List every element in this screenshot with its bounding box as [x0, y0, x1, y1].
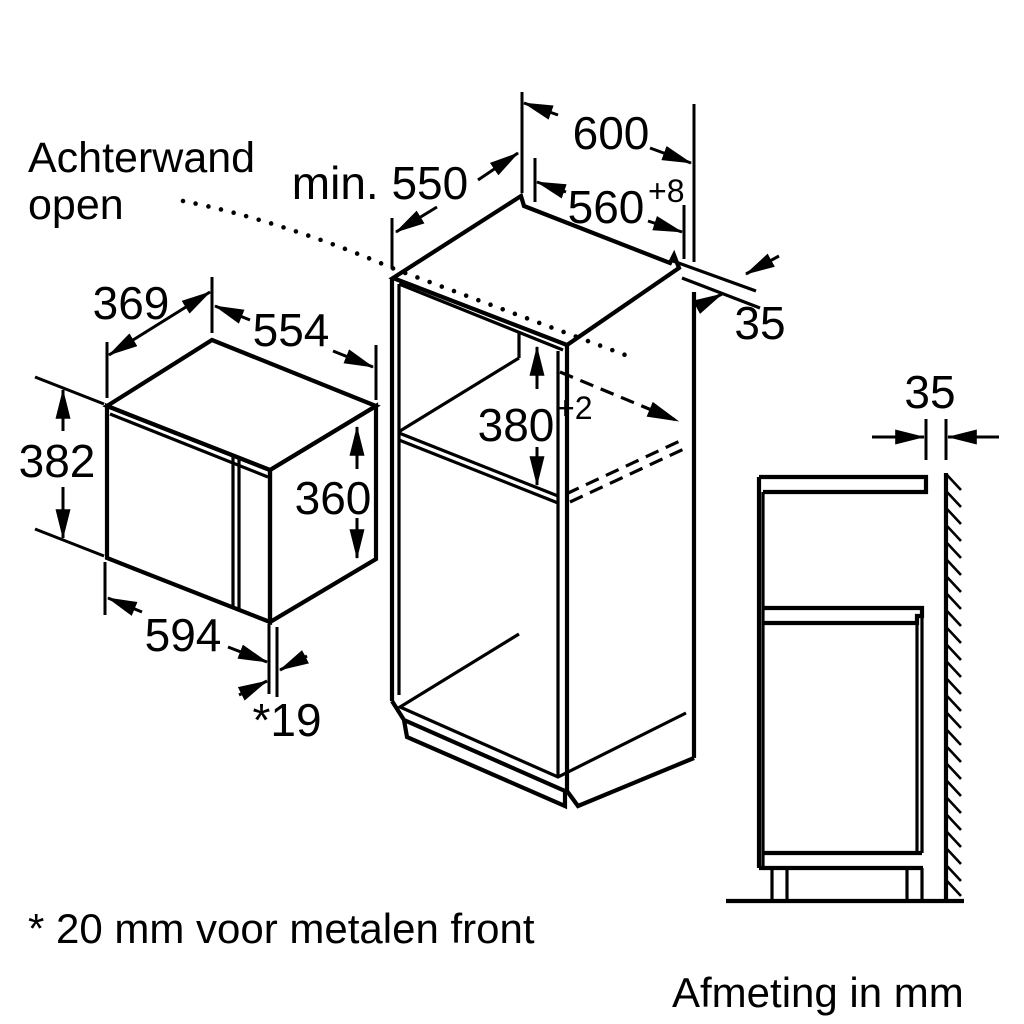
- backwall-note-line2: open: [28, 181, 124, 229]
- dim-label-niche-width: 560: [568, 181, 645, 233]
- backwall-note: Achterwand open: [28, 134, 255, 229]
- dim-niche-width: 560 +8: [533, 158, 686, 259]
- dim-rear-top-clearance: 35: [692, 253, 786, 349]
- sideview-back-inner-edges: [915, 616, 924, 853]
- dim-label-oven-front-height: 360: [295, 472, 372, 524]
- sideview-bottom-panel: [759, 850, 923, 871]
- dim-label-oven-body-depth: 369: [93, 277, 170, 329]
- dim-oven-front-height: 360: [295, 425, 372, 560]
- microwave-isometric: [102, 337, 381, 626]
- cabinet-right-bottom-edge: [565, 756, 695, 809]
- side-view: [726, 473, 964, 904]
- oven-right-face: [267, 402, 379, 626]
- dim-oven-width: 594: [103, 562, 269, 664]
- cabinet-top-face: [388, 192, 682, 348]
- dim-label-niche-width-tolerance: +8: [648, 173, 684, 209]
- cabinet-plinth: [390, 699, 568, 810]
- dim-wall-clearance: 35: [872, 366, 999, 460]
- cabinet-floor: [396, 632, 687, 779]
- footnote-door: * 20 mm voor metalen front: [28, 905, 535, 952]
- oven-front-face: [104, 402, 273, 626]
- dim-label-niche-depth: min. 550: [292, 157, 468, 209]
- dim-label-oven-top-width: 554: [253, 304, 330, 356]
- oven-door-top-edge: [109, 412, 269, 479]
- wall-hatching: [946, 474, 962, 897]
- footnote-units: Afmeting in mm: [672, 969, 964, 1016]
- dim-label-rear-top-clearance: 35: [734, 297, 785, 349]
- dim-label-niche-height: 380: [478, 399, 555, 451]
- sideview-right-leg: [905, 868, 924, 900]
- cabinet-top-inner-edge: [398, 282, 564, 352]
- cabinet-isometric: [388, 192, 761, 810]
- backwall-leader-dotted: [180, 198, 631, 359]
- dim-label-oven-height: 382: [19, 435, 96, 487]
- oven-door-handle-strip: [231, 456, 241, 610]
- dim-oven-height: 382: [19, 375, 105, 558]
- dim-label-door-projection: *19: [252, 694, 321, 746]
- dim-label-niche-height-tolerance: +2: [556, 390, 592, 426]
- dim-label-oven-width: 594: [145, 609, 222, 661]
- oven-top-face: [102, 337, 381, 473]
- shelf-right-edge-hidden: [565, 438, 687, 504]
- sideview-top-panel: [759, 474, 929, 495]
- dim-label-wall-clearance: 35: [904, 366, 955, 418]
- dim-oven-body-depth: 369: [93, 277, 214, 398]
- dim-niche-depth-min: min. 550: [292, 151, 519, 269]
- dim-niche-height: 380 +2: [478, 345, 592, 487]
- sideview-left-leg: [770, 868, 789, 900]
- sideview-shelf: [763, 605, 925, 626]
- niche-wall-shelf-corner: [399, 356, 520, 433]
- backwall-note-line1: Achterwand: [28, 134, 255, 182]
- dim-door-projection: *19: [237, 624, 322, 746]
- dim-oven-top-width: 554: [213, 304, 378, 400]
- dim-label-cabinet-width: 600: [573, 107, 650, 159]
- dim-cabinet-width: 600: [520, 92, 696, 262]
